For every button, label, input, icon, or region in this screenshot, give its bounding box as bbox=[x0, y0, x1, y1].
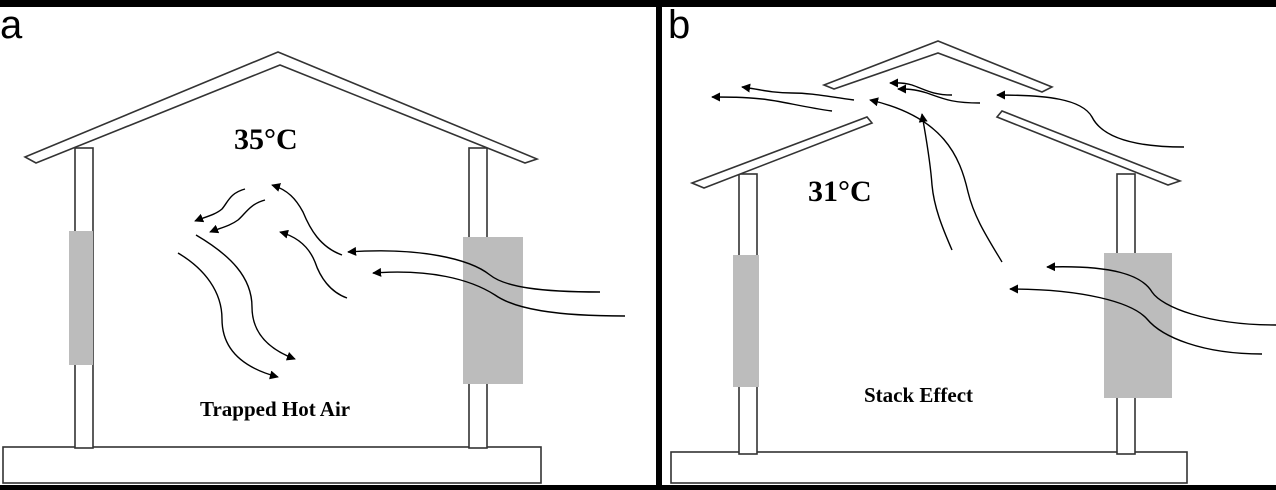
panel-a-label: a bbox=[0, 7, 23, 47]
airflow-arrow-descending-1 bbox=[195, 234, 296, 361]
house-b-foundation bbox=[670, 451, 1188, 484]
house-b-diagram bbox=[670, 40, 1276, 484]
panel-b-temperature: 31°C bbox=[808, 175, 872, 208]
airflow-arrow-inlet-upper bbox=[1046, 262, 1276, 326]
airflow-arrow-recirculate-2 bbox=[209, 199, 266, 234]
airflow-arrow-inlet-upper bbox=[347, 246, 601, 293]
airflow-arrow-descending-2 bbox=[177, 252, 279, 380]
airflow-arrow-outlet-4 bbox=[897, 84, 981, 104]
house-a-foundation bbox=[2, 446, 542, 484]
airflow-arrow-recirculate-1 bbox=[194, 188, 246, 223]
airflow-arrow-outlet-3 bbox=[889, 78, 953, 96]
airflow-arrow-rising-2 bbox=[869, 97, 1003, 263]
house-a-roof bbox=[23, 51, 540, 164]
house-a-right-window bbox=[463, 237, 523, 384]
panel-a-trapped-hot-air: a 35°C Trapped Hot Air bbox=[0, 7, 656, 485]
house-b-roof-left bbox=[689, 116, 874, 189]
house-b-roof-right bbox=[995, 110, 1183, 186]
airflow-arrow-rising-1 bbox=[271, 183, 343, 256]
airflow-arrow-outlet-1 bbox=[741, 83, 855, 101]
airflow-arrow-rising-1 bbox=[918, 113, 953, 251]
airflow-arrow-inlet-lower bbox=[372, 267, 626, 317]
house-b-right-window bbox=[1104, 253, 1172, 398]
panel-b-stack-effect: b 31°C Stack Effect bbox=[662, 7, 1276, 485]
airflow-arrow-inlet-lower bbox=[1009, 284, 1263, 355]
panel-b-label: b bbox=[668, 7, 691, 47]
house-b-left-window bbox=[733, 255, 759, 387]
panel-a-caption: Trapped Hot Air bbox=[200, 397, 351, 421]
house-a-left-window bbox=[69, 231, 93, 365]
airflow-arrow-rising-2 bbox=[279, 229, 348, 299]
panel-b-caption: Stack Effect bbox=[864, 383, 974, 407]
airflow-arrow-outlet-2 bbox=[711, 92, 833, 112]
airflow-arrow-ridge-inlet bbox=[996, 90, 1185, 148]
panel-a-temperature: 35°C bbox=[234, 123, 298, 156]
house-b-ridge-vent-cap bbox=[821, 40, 1054, 93]
house-a-diagram bbox=[2, 51, 626, 484]
